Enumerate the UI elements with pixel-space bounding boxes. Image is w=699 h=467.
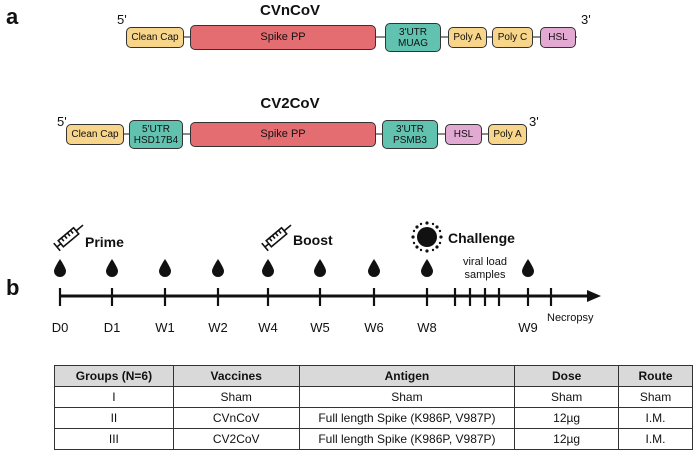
challenge-label: Challenge: [448, 230, 515, 246]
boost-label: Boost: [293, 232, 333, 248]
table-row: I Sham Sham Sham Sham: [54, 386, 693, 408]
blood-drop-icon: [212, 259, 224, 277]
virus-icon: [411, 221, 443, 253]
table-header-row: Groups (N=6) Vaccines Antigen Dose Route: [54, 365, 693, 387]
timeline-label-d0: D0: [51, 320, 69, 335]
cell-vaccine: CVnCoV: [172, 407, 300, 429]
cell-vaccine: Sham: [172, 386, 300, 408]
construct2-3utr-psmb3: 3'UTR PSMB3: [382, 120, 438, 149]
timeline-label-d1: D1: [103, 320, 121, 335]
blood-drop-icon: [421, 259, 433, 277]
construct1-hsl: HSL: [540, 27, 576, 48]
timeline-axis: [54, 259, 601, 306]
viral-load-samples-label: viral load samples: [455, 256, 515, 282]
cell-group: II: [54, 407, 174, 429]
cell-dose: 12µg: [514, 428, 620, 450]
viral-load-label: viral load: [462, 256, 508, 268]
construct2-hsl: HSL: [445, 124, 482, 145]
construct1-spike-pp: Spike PP: [190, 25, 376, 50]
construct2-spike-pp: Spike PP: [190, 122, 376, 147]
construct2-5utr-label: 5'UTR: [141, 123, 171, 135]
construct2-hsd17b4-label: HSD17B4: [133, 134, 179, 146]
cell-antigen: Full length Spike (K986P, V987P): [298, 407, 516, 429]
prime-label: Prime: [85, 234, 124, 250]
header-antigen: Antigen: [298, 365, 516, 387]
timeline-label-w4: W4: [258, 320, 278, 335]
cell-route: Sham: [618, 386, 693, 408]
cell-dose: 12µg: [514, 407, 620, 429]
necropsy-label: Necropsy: [547, 312, 594, 324]
cell-group: III: [54, 428, 174, 450]
blood-drop-icon: [314, 259, 326, 277]
syringe-icon: [53, 224, 84, 252]
panel-label-a: a: [6, 4, 19, 29]
cell-group: I: [54, 386, 174, 408]
blood-drop-icon: [159, 259, 171, 277]
timeline-label-w8: W8: [417, 320, 437, 335]
construct2-clean-cap: Clean Cap: [66, 124, 124, 145]
samples-label: samples: [464, 269, 506, 281]
table-row: II CVnCoV Full length Spike (K986P, V987…: [54, 407, 693, 429]
construct1-muag-label: MUAG: [398, 37, 428, 49]
cell-antigen: Sham: [298, 386, 516, 408]
syringe-icon: [261, 224, 292, 252]
header-route: Route: [618, 365, 693, 387]
construct1-three-prime: 3': [581, 12, 591, 27]
timeline-label-w2: W2: [208, 320, 228, 335]
construct1-3utr-muag: 3'UTR MUAG: [385, 23, 441, 52]
construct2-title: CV2CoV: [260, 95, 320, 112]
panel-label-b: b: [6, 275, 20, 300]
table-row: III CV2CoV Full length Spike (K986P, V98…: [54, 428, 693, 450]
blood-drop-icon: [54, 259, 66, 277]
construct1-3utr-label: 3'UTR: [398, 26, 428, 38]
cell-route: I.M.: [618, 407, 693, 429]
cell-antigen: Full length Spike (K986P, V987P): [298, 428, 516, 450]
construct1-five-prime: 5': [117, 12, 127, 27]
blood-drop-icon: [522, 259, 534, 277]
construct1-clean-cap: Clean Cap: [126, 27, 184, 48]
cell-dose: Sham: [514, 386, 620, 408]
construct2-psmb3-label: PSMB3: [393, 134, 427, 146]
construct1-poly-c: Poly C: [492, 27, 533, 48]
header-groups: Groups (N=6): [54, 365, 174, 387]
timeline-label-w1: W1: [155, 320, 175, 335]
timeline-label-w5: W5: [310, 320, 330, 335]
cell-route: I.M.: [618, 428, 693, 450]
construct2-three-prime: 3': [529, 114, 539, 129]
blood-drop-icon: [368, 259, 380, 277]
construct2-five-prime: 5': [57, 114, 67, 129]
timeline-label-w6: W6: [364, 320, 384, 335]
groups-table: Groups (N=6) Vaccines Antigen Dose Route…: [54, 365, 693, 450]
construct2-poly-a: Poly A: [488, 124, 527, 145]
timeline-label-w9: W9: [518, 320, 538, 335]
construct2-3utr-label: 3'UTR: [395, 123, 425, 135]
construct1-poly-a: Poly A: [448, 27, 487, 48]
header-dose: Dose: [514, 365, 620, 387]
blood-drop-icon: [106, 259, 118, 277]
cell-vaccine: CV2CoV: [172, 428, 300, 450]
blood-drop-icon: [262, 259, 274, 277]
construct1-title: CVnCoV: [260, 2, 320, 19]
header-vaccines: Vaccines: [172, 365, 300, 387]
timeline-arrowhead: [587, 290, 601, 302]
construct2-5utr-hsd17b4: 5'UTR HSD17B4: [129, 120, 183, 149]
